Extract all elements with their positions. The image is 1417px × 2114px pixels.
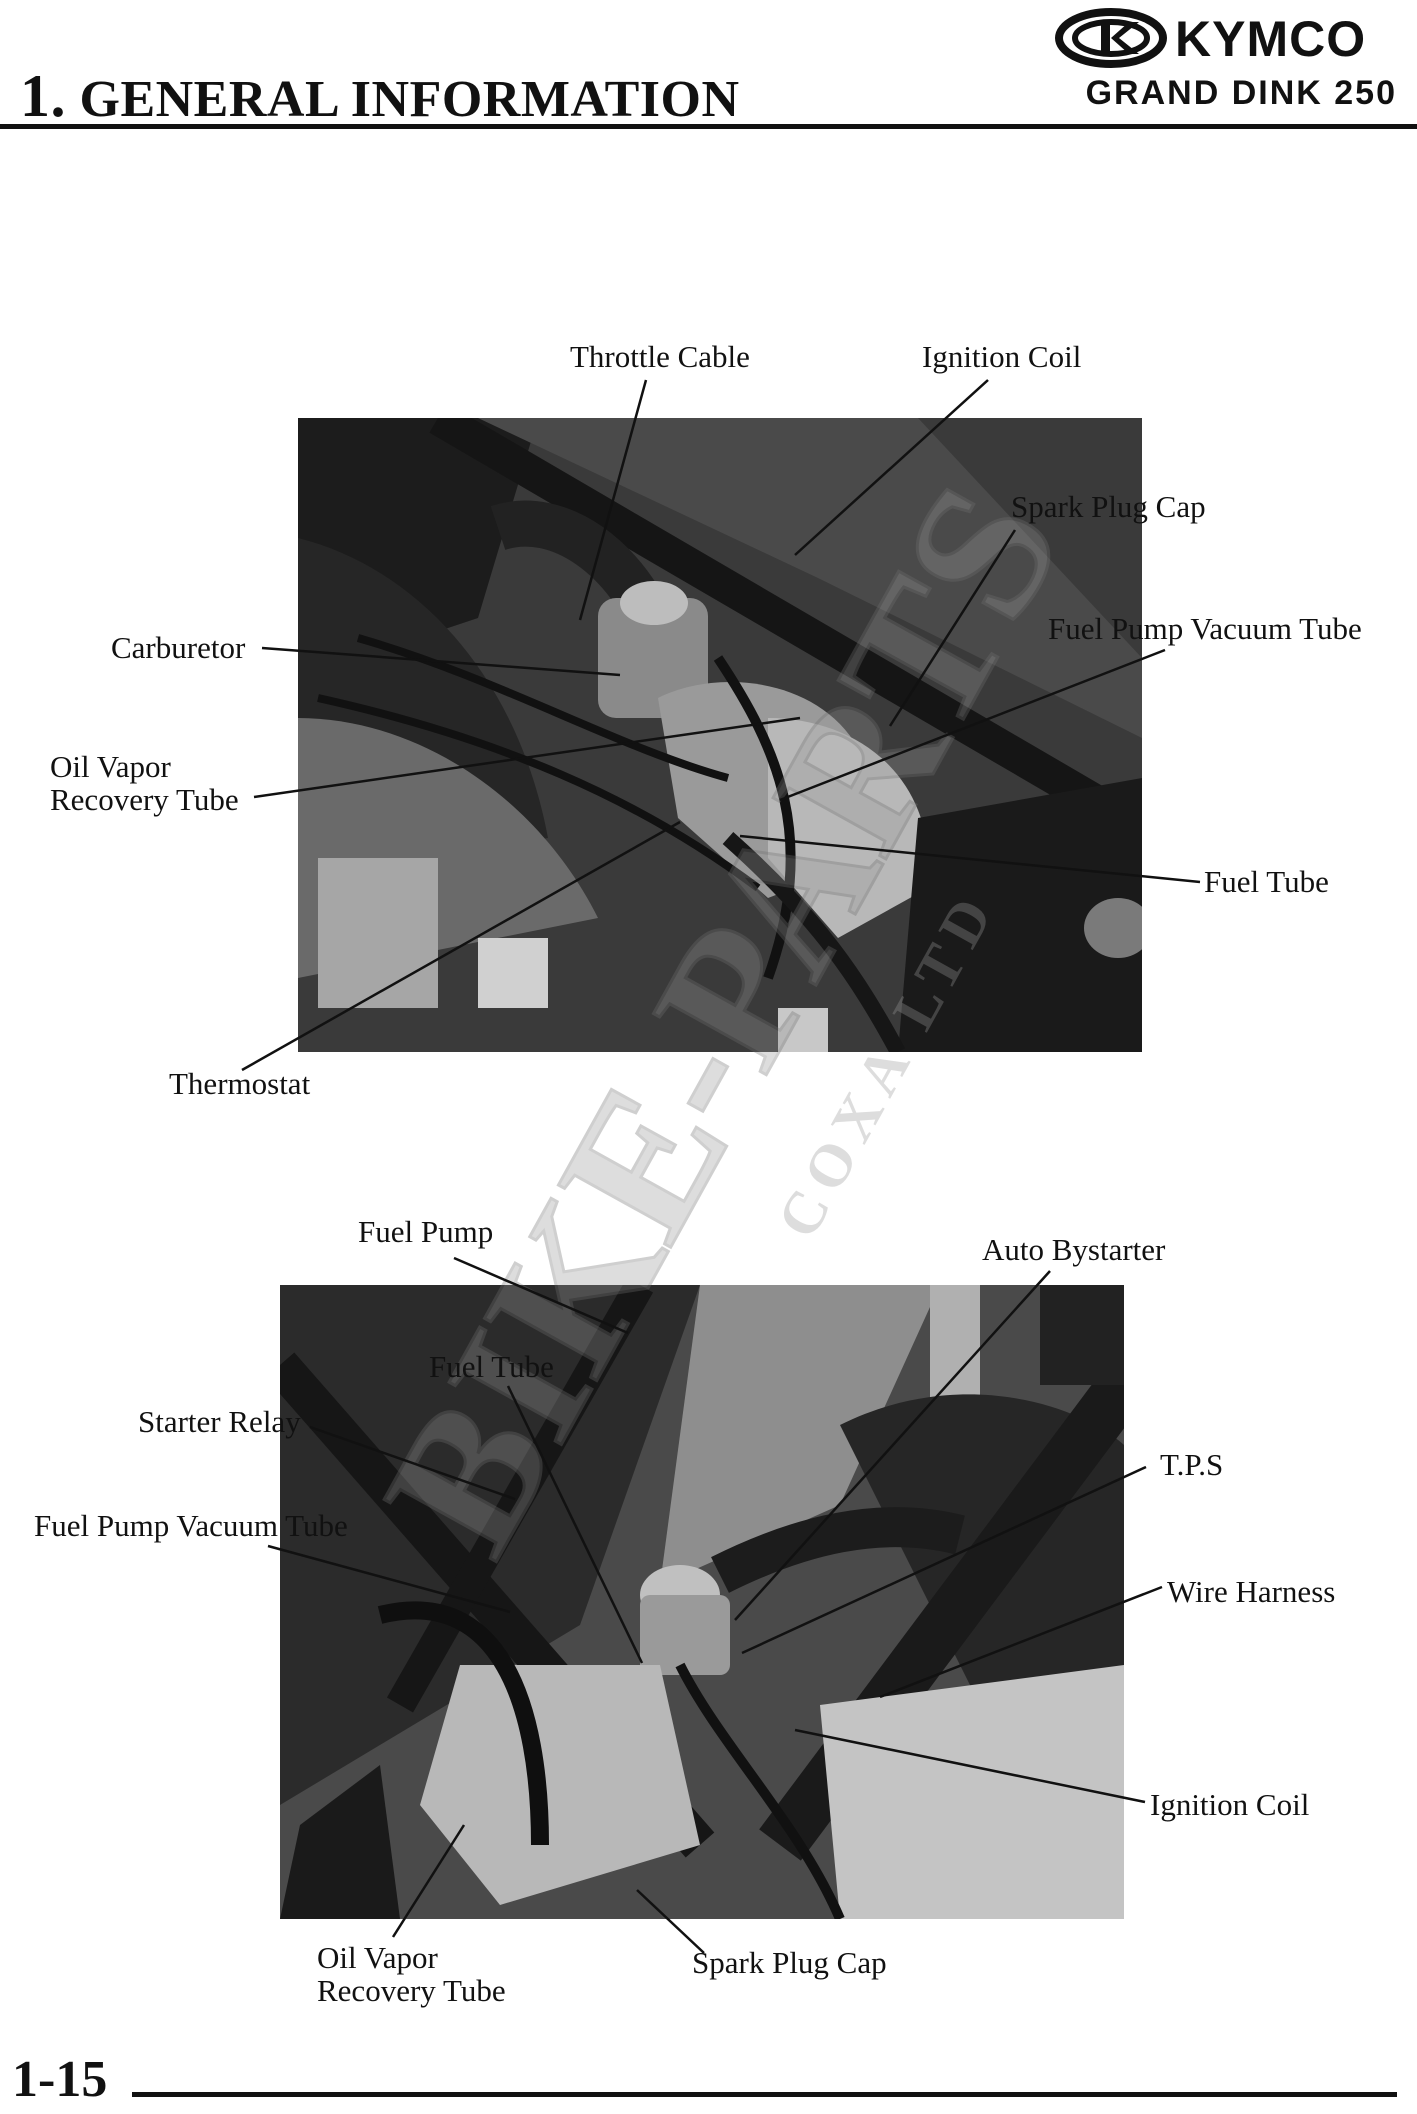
section-number: 1. bbox=[20, 63, 66, 129]
label-oil-vapor-bottom-line1: Oil Vapor bbox=[317, 1940, 438, 1975]
label-spark-plug-cap-top: Spark Plug Cap bbox=[1011, 489, 1206, 524]
label-fuel-tube-bottom: Fuel Tube bbox=[429, 1349, 554, 1384]
brand-logo: KYMCO bbox=[1053, 4, 1403, 74]
label-wire-harness: Wire Harness bbox=[1167, 1574, 1336, 1609]
section-title: 1. GENERAL INFORMATION bbox=[20, 62, 740, 131]
model-name: GRAND DINK 250 bbox=[1085, 74, 1397, 112]
label-oil-vapor-top-line1: Oil Vapor bbox=[50, 749, 171, 784]
label-oil-vapor-bottom-line2: Recovery Tube bbox=[317, 1973, 506, 2008]
label-fuel-pump: Fuel Pump bbox=[358, 1214, 494, 1249]
page-number: 1-15 bbox=[12, 2051, 108, 2108]
label-auto-bystarter: Auto Bystarter bbox=[982, 1232, 1166, 1267]
label-oil-vapor-top-line2: Recovery Tube bbox=[50, 782, 239, 817]
label-starter-relay: Starter Relay bbox=[138, 1404, 301, 1439]
label-spark-plug-cap-bottom: Spark Plug Cap bbox=[692, 1945, 887, 1980]
label-ignition-coil-bottom: Ignition Coil bbox=[1150, 1787, 1310, 1822]
label-fuel-pump-vacuum-tube-top: Fuel Pump Vacuum Tube bbox=[1048, 611, 1362, 646]
label-fuel-pump-vacuum-tube-bottom: Fuel Pump Vacuum Tube bbox=[34, 1508, 348, 1543]
label-throttle-cable: Throttle Cable bbox=[570, 339, 750, 374]
brand-name: KYMCO bbox=[1175, 11, 1366, 67]
label-tps: T.P.S bbox=[1160, 1447, 1224, 1482]
footer-rule bbox=[132, 2092, 1397, 2097]
engine-photo-bottom bbox=[280, 1285, 1124, 1919]
label-carburetor: Carburetor bbox=[111, 630, 246, 665]
label-fuel-tube-top: Fuel Tube bbox=[1204, 864, 1329, 899]
header-rule bbox=[0, 124, 1417, 129]
brand-emblem-icon bbox=[1055, 8, 1167, 68]
label-thermostat: Thermostat bbox=[169, 1066, 311, 1101]
section-title-text: GENERAL INFORMATION bbox=[79, 71, 740, 128]
label-ignition-coil-top: Ignition Coil bbox=[922, 339, 1082, 374]
